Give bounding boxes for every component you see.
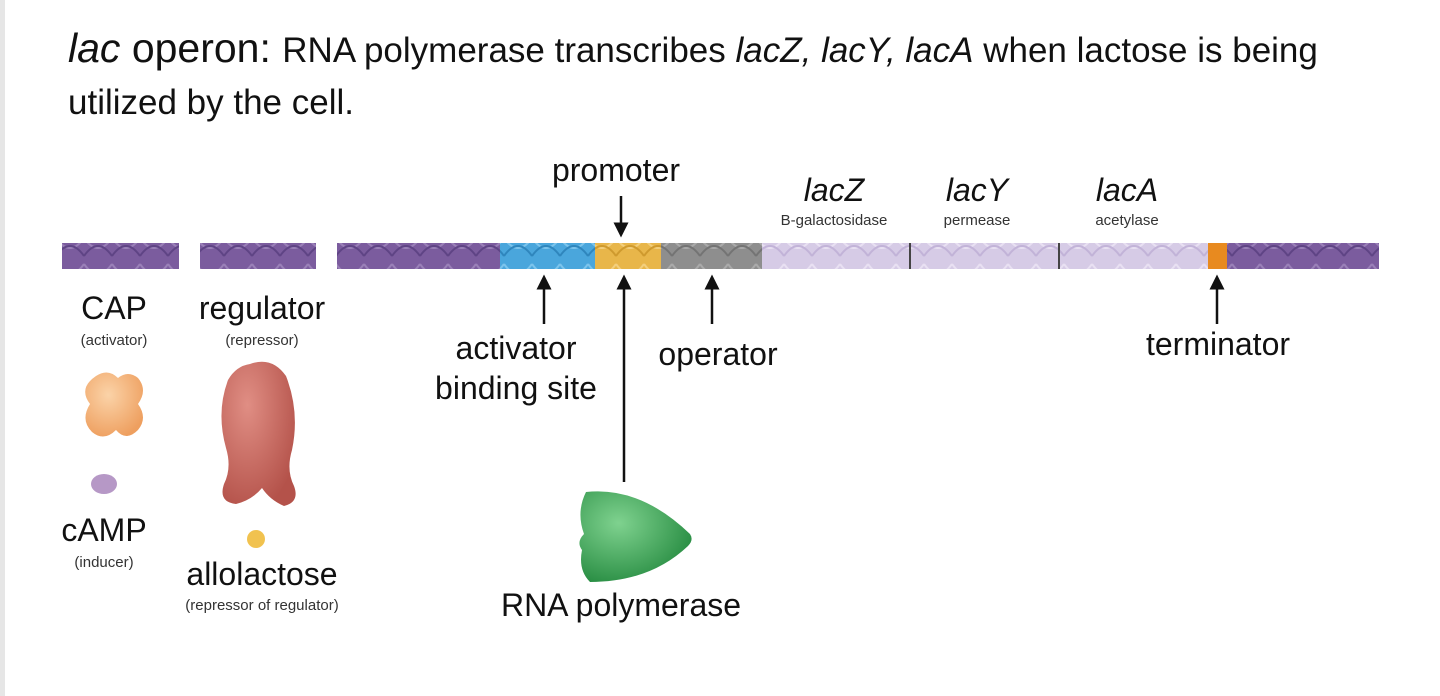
allolactose-label: allolactose bbox=[186, 556, 338, 592]
title-lac: lac operon: bbox=[68, 25, 283, 71]
rna-polymerase-label: RNA polymerase bbox=[500, 587, 742, 623]
camp-label: cAMP bbox=[61, 512, 147, 548]
terminator-label: terminator bbox=[1145, 326, 1291, 362]
title-genes: lacZ, lacY, lacA bbox=[735, 31, 974, 70]
dna-segment-cap bbox=[62, 243, 179, 269]
cap-protein-shape bbox=[85, 372, 143, 437]
slide-title: lac operon: RNA polymerase transcribes l… bbox=[68, 22, 1428, 129]
allolactose-sublabel: (repressor of regulator) bbox=[185, 597, 339, 614]
repressor-protein-shape bbox=[221, 361, 296, 506]
camp-sublabel: (inducer) bbox=[74, 554, 134, 571]
allolactose-molecule bbox=[247, 530, 265, 548]
lacZ-gene-region bbox=[762, 243, 910, 269]
dna-segment-regulator bbox=[200, 243, 316, 269]
lacA-gene-region bbox=[1059, 243, 1208, 269]
activator-binding-site-label: activator binding site bbox=[435, 330, 597, 406]
title-text-end: when lactose is being utilized by the ce… bbox=[68, 31, 1318, 122]
camp-molecule bbox=[91, 474, 117, 494]
lacA-sublabel: acetylase bbox=[1095, 212, 1159, 229]
cap-sublabel: (activator) bbox=[80, 332, 148, 349]
left-border bbox=[0, 0, 5, 696]
dna-segment-upstream bbox=[337, 243, 500, 269]
terminator-region bbox=[1208, 243, 1227, 269]
operator-region bbox=[661, 243, 762, 269]
lacZ-sublabel: B-galactosidase bbox=[780, 212, 888, 229]
rna-polymerase-shape bbox=[579, 491, 692, 582]
regulator-sublabel: (repressor) bbox=[225, 332, 299, 349]
dna-segment-downstream bbox=[1227, 243, 1379, 269]
promoter-label: promoter bbox=[551, 152, 681, 188]
lacY-label: lacY bbox=[945, 172, 1009, 208]
lacY-gene-region bbox=[910, 243, 1059, 269]
lacZ-label: lacZ bbox=[803, 172, 865, 208]
lacY-sublabel: permease bbox=[943, 212, 1011, 229]
operator-label: operator bbox=[658, 336, 778, 372]
activator-binding-site-region bbox=[500, 243, 595, 269]
promoter-region bbox=[595, 243, 661, 269]
regulator-label: regulator bbox=[198, 290, 326, 326]
title-text: RNA polymerase transcribes bbox=[282, 31, 736, 70]
cap-label: CAP bbox=[81, 290, 147, 326]
lacA-label: lacA bbox=[1095, 172, 1159, 208]
